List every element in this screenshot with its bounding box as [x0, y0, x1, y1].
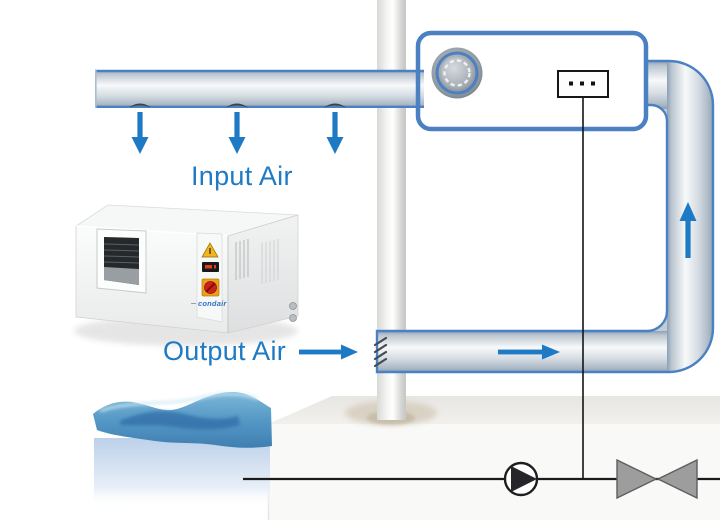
brand-logo: condair — [191, 299, 227, 308]
valve-left-wing — [616, 458, 658, 500]
dehumidifier-unit — [74, 204, 299, 346]
return-duct-border — [375, 59, 715, 374]
deck-front-face — [268, 423, 720, 520]
input-air-arrow-2 — [228, 112, 246, 154]
air-handler-inner-lip — [424, 39, 640, 123]
fan-blades — [443, 59, 471, 87]
vent-grille-lines — [103, 243, 140, 264]
output-air-arrow — [299, 344, 358, 360]
return-duct-grille — [373, 336, 388, 368]
supply-duct-body — [95, 70, 424, 108]
deck-top-face — [268, 396, 720, 424]
water-depth-gradient — [94, 438, 270, 508]
supply-duct — [95, 69, 424, 109]
brand-logo-mark — [191, 302, 196, 305]
display-dot — [214, 265, 216, 269]
pump-icon — [503, 461, 539, 497]
ellipsis-icon — [569, 81, 595, 86]
output-air-label: Output Air — [163, 336, 287, 366]
vent-inner-duct — [104, 267, 139, 285]
fan-ring — [435, 51, 479, 95]
pool-deck — [267, 396, 720, 520]
side-vent-slits-1 — [235, 239, 249, 280]
valve-right-wing — [656, 458, 698, 500]
water-pipe — [243, 458, 720, 500]
duct-flow-arrow-right — [498, 344, 560, 360]
display-digits — [205, 265, 212, 269]
duct-flow-arrow-up — [679, 202, 697, 258]
unit-side-face — [227, 214, 299, 334]
fan-face — [441, 57, 473, 89]
side-vent-slits-2 — [261, 239, 279, 284]
airflow-arrows — [131, 112, 697, 360]
controller-box — [557, 70, 609, 98]
input-air-arrow-3 — [326, 112, 344, 154]
brand-logo-text: condair — [198, 299, 227, 308]
input-air-arrow-1 — [131, 112, 149, 154]
side-fitting-1 — [289, 302, 297, 310]
fan-icon — [431, 47, 483, 99]
pool-water — [93, 392, 272, 508]
switch-handle — [205, 282, 216, 293]
wave-highlight — [99, 392, 259, 413]
pump-rotor — [511, 466, 537, 492]
wave-shadow — [120, 411, 240, 430]
input-air-label: Input Air — [191, 161, 293, 191]
air-handler-box — [415, 30, 649, 132]
valve-icon — [616, 458, 698, 500]
side-fitting-2 — [289, 314, 297, 322]
supply-duct-vents — [129, 103, 346, 108]
air-handler-housing — [415, 30, 649, 132]
